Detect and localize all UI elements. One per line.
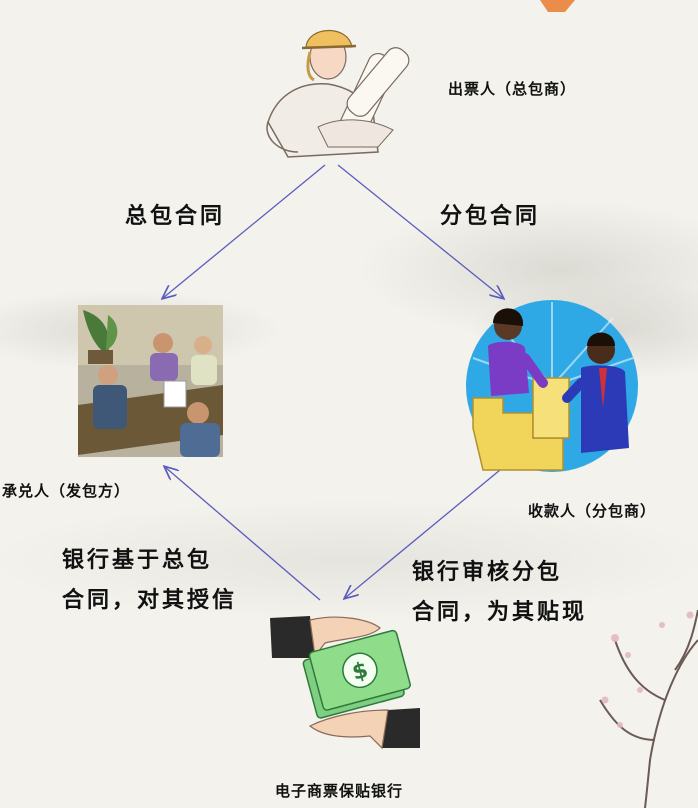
arrow-payee-to-bank bbox=[345, 469, 501, 598]
arrow-bank-to-acceptor bbox=[165, 467, 321, 601]
plum-branch-decoration bbox=[599, 609, 698, 808]
bank-label: 电子商票保贴银行 bbox=[275, 782, 404, 800]
arrow-drawer-to-payee bbox=[337, 164, 503, 298]
sub-contract-label: 分包合同 bbox=[440, 203, 541, 229]
handshake-gold-bar-icon bbox=[466, 300, 638, 472]
credit-text-line2: 合同，对其授信 bbox=[62, 587, 238, 613]
money-exchange-hands-icon: $ bbox=[270, 616, 420, 750]
general-contract-label: 总包合同 bbox=[125, 203, 226, 229]
discount-text: 银行审核分包 合同，为其贴现 bbox=[412, 552, 587, 632]
discount-text-line1: 银行审核分包 bbox=[412, 559, 563, 585]
credit-text: 银行基于总包 合同，对其授信 bbox=[62, 540, 237, 620]
payee-label: 收款人（分包商） bbox=[528, 502, 657, 520]
business-meeting-icon bbox=[78, 305, 223, 457]
svg-text:$: $ bbox=[350, 658, 371, 686]
architect-with-blueprints-icon bbox=[266, 29, 410, 158]
credit-text-line1: 银行基于总包 bbox=[62, 547, 213, 573]
discount-text-line2: 合同，为其贴现 bbox=[412, 599, 588, 625]
drawer-label: 出票人（总包商） bbox=[448, 80, 577, 98]
acceptor-label: 承兑人（发包方） bbox=[2, 482, 131, 500]
arrow-drawer-to-acceptor bbox=[163, 164, 326, 298]
